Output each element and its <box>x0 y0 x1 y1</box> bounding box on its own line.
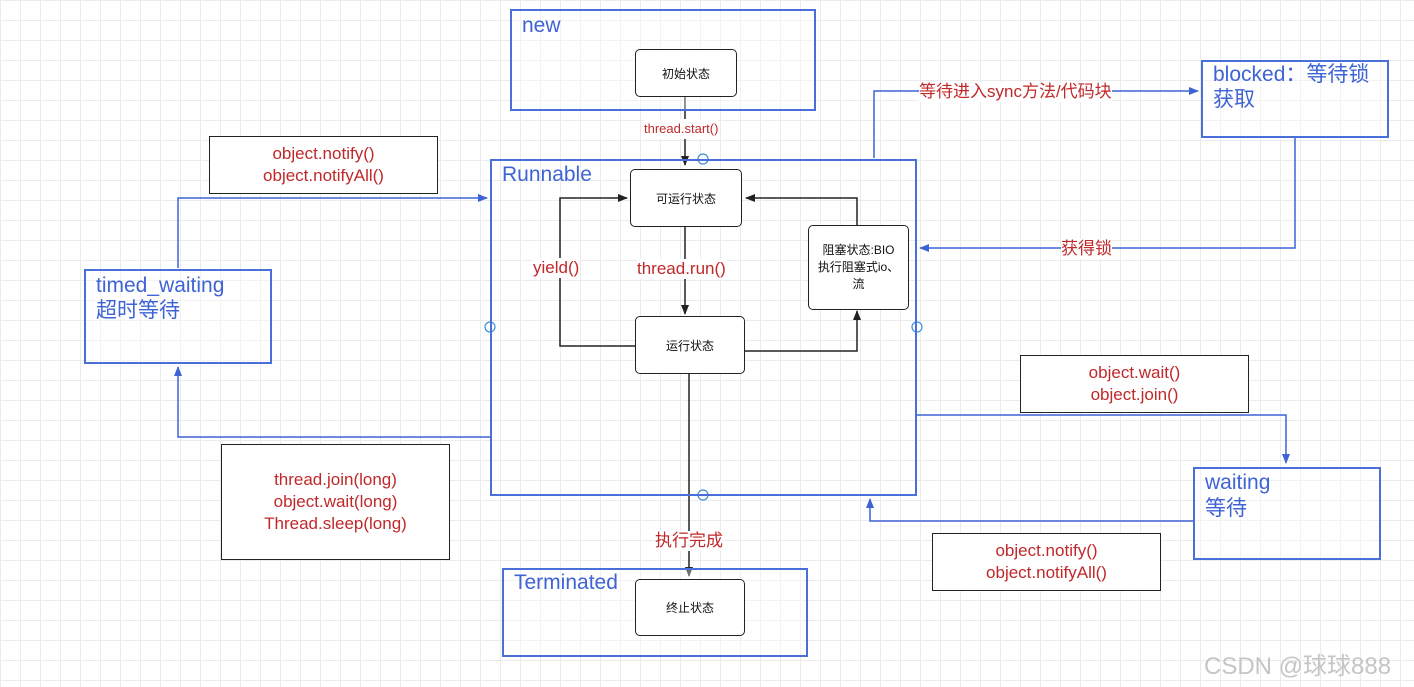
note-timed-calls: thread.join(long) object.wait(long) Thre… <box>221 444 450 560</box>
node-end[interactable]: 终止状态 <box>635 579 745 636</box>
note-notify-left: object.notify() object.notifyAll() <box>209 136 438 194</box>
note-line: object.wait() <box>1088 363 1181 382</box>
state-runnable[interactable]: Runnable <box>490 159 917 496</box>
state-timed-waiting-title: timed_waiting <box>96 274 225 297</box>
state-waiting[interactable]: waiting 等待 <box>1193 467 1381 560</box>
node-initial[interactable]: 初始状态 <box>635 49 737 97</box>
node-running[interactable]: 运行状态 <box>635 316 745 374</box>
note-line: object.join() <box>1090 385 1179 404</box>
note-line: object.notifyAll() <box>263 166 384 185</box>
state-terminated-title: Terminated <box>514 571 618 594</box>
note-line: Thread.sleep(long) <box>264 514 407 533</box>
edge-label-start: thread.start() <box>644 119 719 139</box>
state-timed-waiting[interactable]: timed_waiting 超时等待 <box>84 269 272 364</box>
state-blocked[interactable]: blocked：等待锁获取 <box>1201 60 1389 138</box>
state-waiting-subtitle: 等待 <box>1205 497 1247 520</box>
edge-label-done: 执行完成 <box>655 531 723 551</box>
note-notify-right: object.notify() object.notifyAll() <box>932 533 1161 591</box>
note-line: object.notify() <box>272 144 375 163</box>
edge-label-wait-sync: 等待进入sync方法/代码块 <box>919 82 1112 102</box>
node-runnable[interactable]: 可运行状态 <box>630 169 742 227</box>
state-blocked-title: blocked：等待锁获取 <box>1213 63 1370 111</box>
state-waiting-title: waiting <box>1205 471 1271 494</box>
note-line: object.notifyAll() <box>986 563 1107 582</box>
edge-label-run: thread.run() <box>637 259 726 279</box>
edge-label-yield: yield() <box>533 258 580 278</box>
state-runnable-title: Runnable <box>502 163 592 186</box>
state-new-title: new <box>522 14 561 37</box>
note-wait-calls: object.wait() object.join() <box>1020 355 1249 413</box>
edge-label-get-lock: 获得锁 <box>1061 239 1112 259</box>
note-line: object.notify() <box>995 541 1098 560</box>
note-line: thread.join(long) <box>274 470 397 489</box>
note-line: object.wait(long) <box>273 492 398 511</box>
node-blocked-io[interactable]: 阻塞状态:BIO执行阻塞式io、流 <box>808 225 909 310</box>
state-timed-waiting-subtitle: 超时等待 <box>96 299 180 322</box>
watermark: CSDN @球球888 <box>1204 653 1392 680</box>
